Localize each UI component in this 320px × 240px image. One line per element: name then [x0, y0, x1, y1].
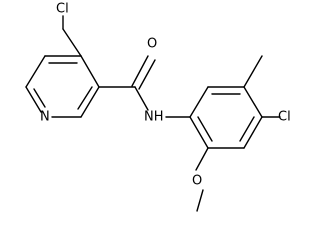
chemical-structure-diagram: Cl N O NH Cl O [25, 2, 291, 212]
bond-c1-c2 [62, 28, 82, 57]
bond-a3-a4 [243, 86, 263, 118]
bond-a4-a5-inner [239, 116, 255, 142]
bond-c-o-double-2 [138, 59, 156, 90]
aryl-ring [189, 86, 263, 149]
bond-c4-n [25, 86, 42, 113]
atom-label-o-methoxy: O [192, 174, 202, 189]
amide-group [98, 55, 191, 118]
substituents [62, 15, 281, 212]
bond-c5-c6-inner [77, 86, 93, 110]
bond-c5-c6 [80, 86, 100, 118]
atom-label-n-pyridine: N [40, 110, 50, 125]
bond-o-methyl [196, 189, 204, 212]
bond-c6-c2 [80, 55, 100, 88]
atom-label-o-carbonyl: O [147, 37, 157, 52]
bond-c-n-amide [134, 86, 149, 111]
bond-a6-a1 [189, 116, 209, 149]
bond-aryl-o [195, 147, 209, 171]
bond-a1-a2 [189, 86, 209, 118]
pyridine-ring [25, 28, 100, 118]
atom-label-nh-amide: NH [144, 110, 164, 125]
bond-c-o-double-1 [131, 55, 149, 87]
bond-methyl [243, 55, 263, 88]
bond-c3-c4 [25, 55, 46, 88]
atom-label-cl-aryl: Cl [278, 110, 291, 125]
bond-c4-n-inner [33, 88, 46, 108]
bond-a6-a1-inner [197, 116, 213, 142]
bond-a4-a5 [243, 116, 263, 149]
atom-label-cl-pyridine: Cl [56, 2, 69, 17]
